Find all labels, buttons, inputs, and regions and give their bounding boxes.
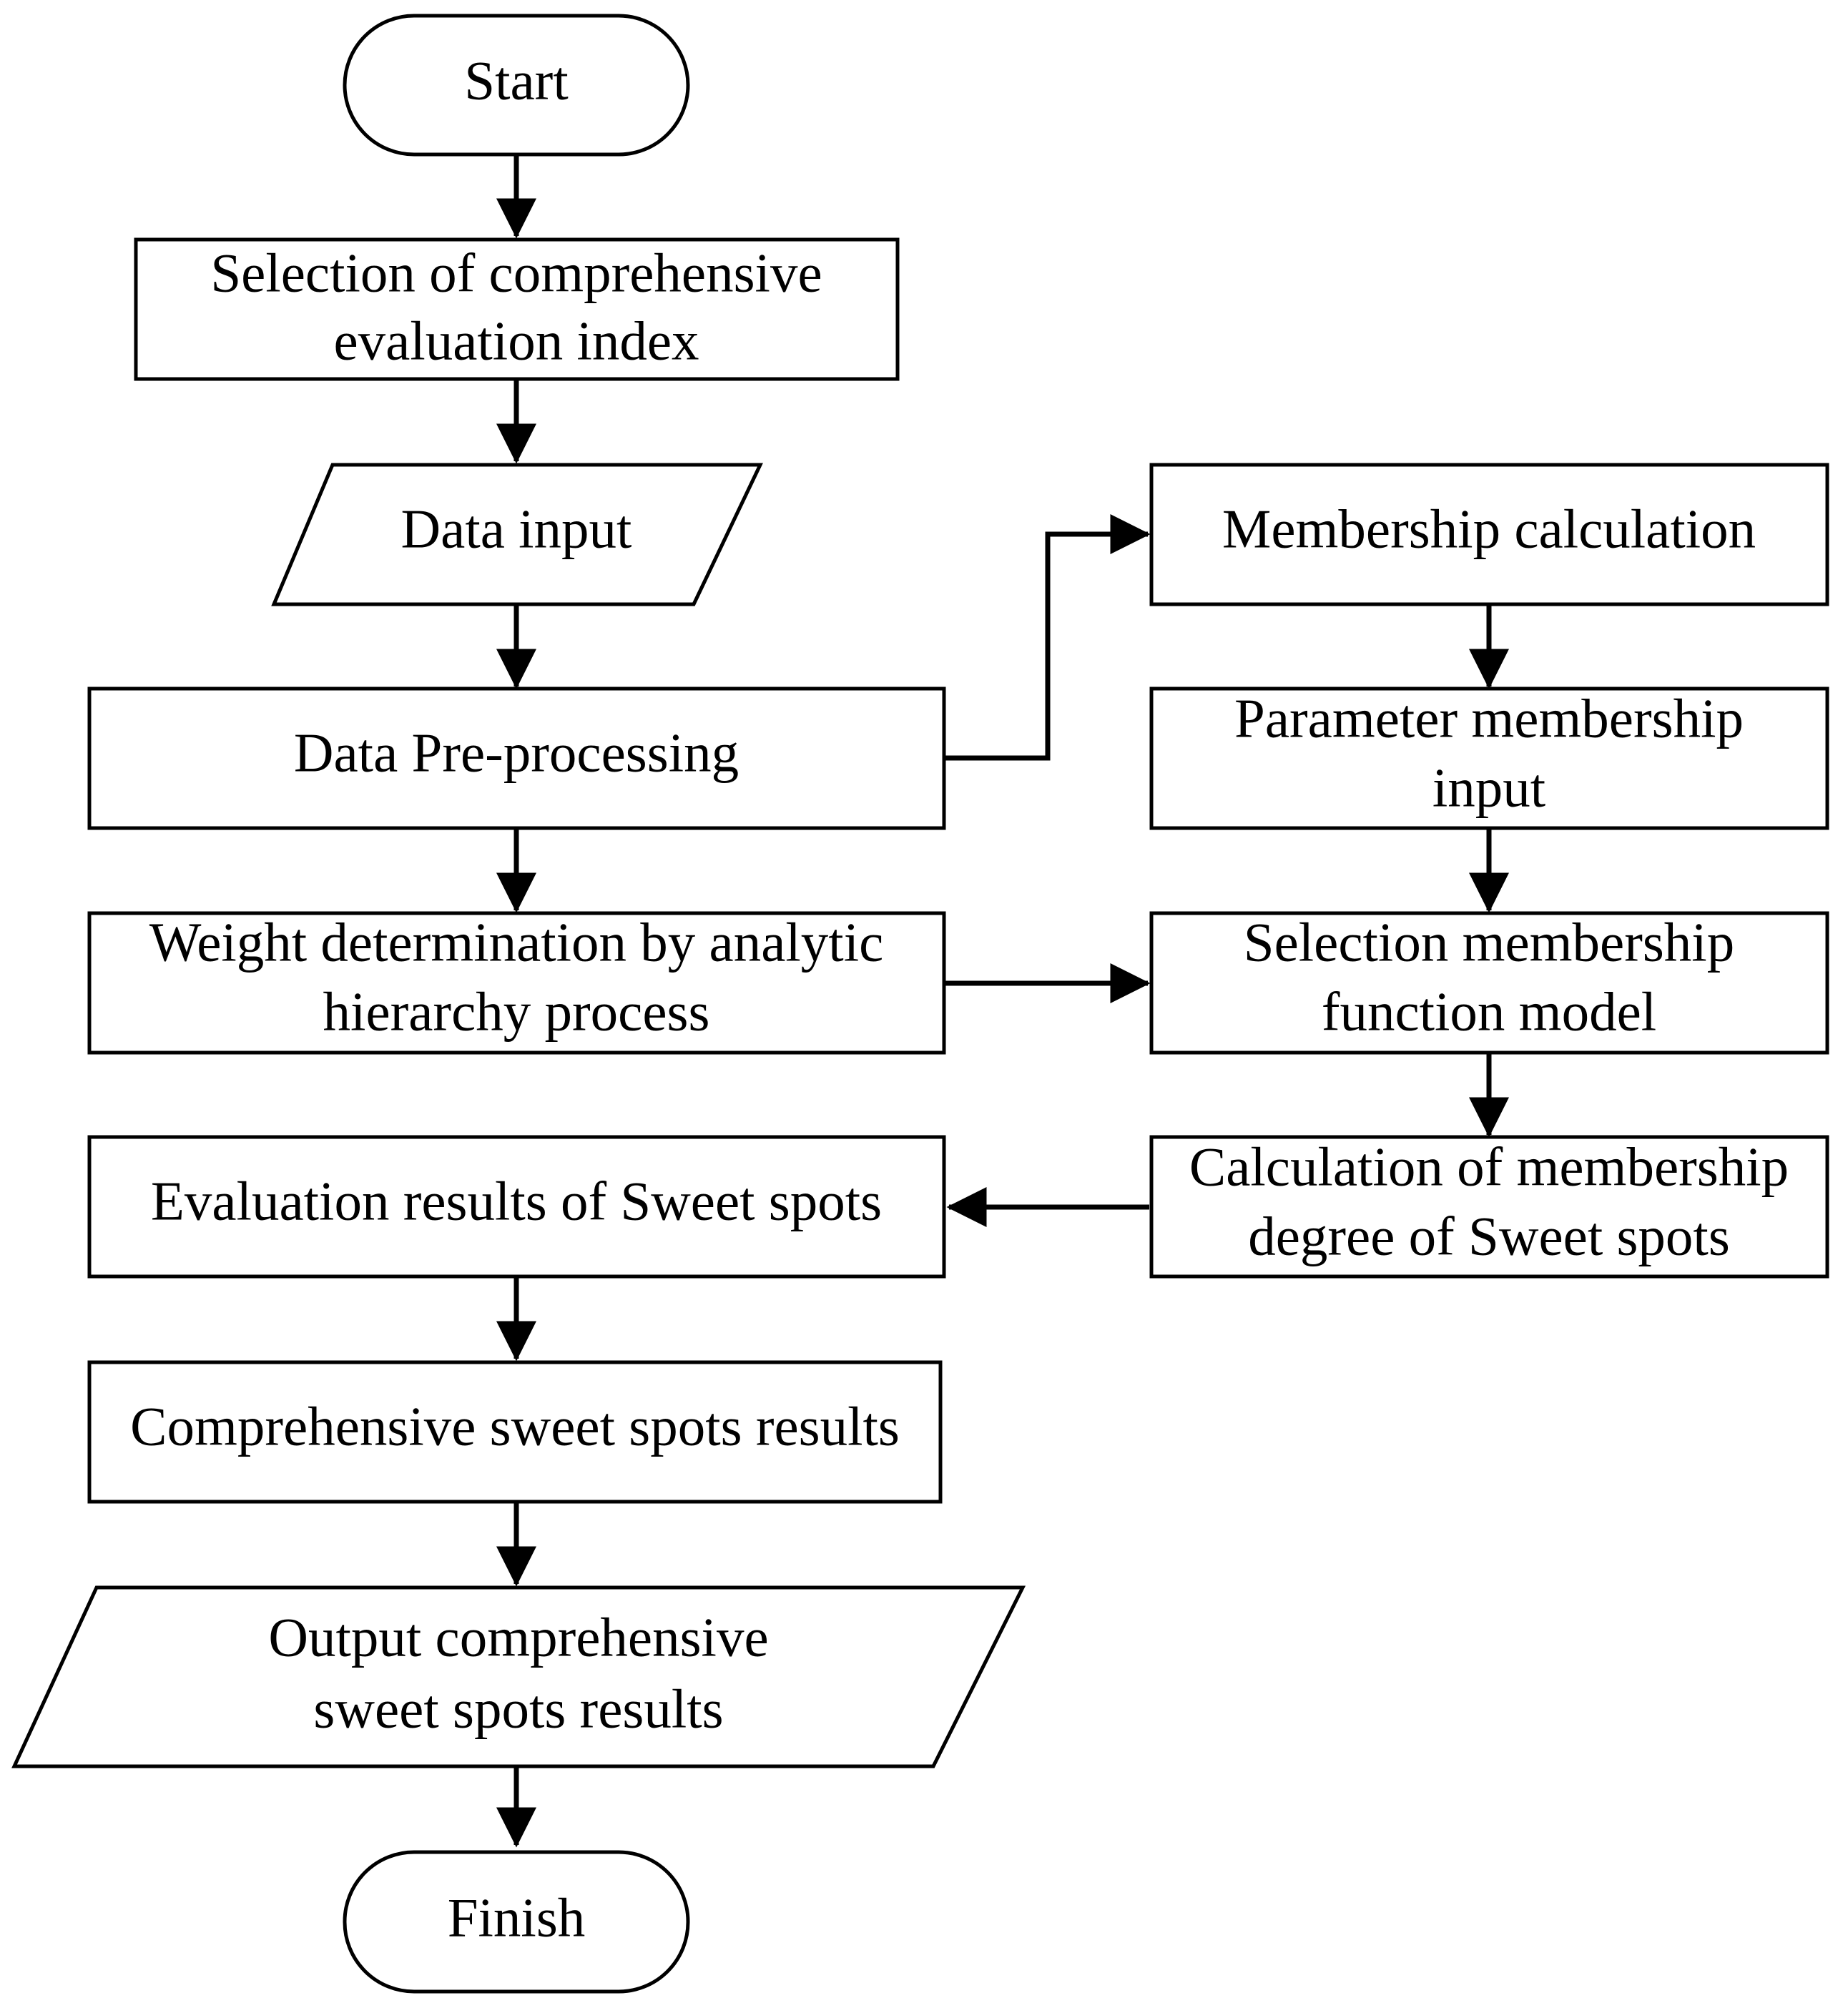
connectors [496, 154, 1509, 1848]
data-preprocessing-label: Data Pre-processing [294, 722, 739, 784]
selection-membership-function-label-line2: function model [1322, 981, 1656, 1043]
start-label: Start [464, 50, 568, 112]
membership-calculation-node: Membership calculation [1149, 463, 1829, 606]
parameter-membership-input-node: Parameter membership input [1149, 686, 1829, 830]
parameter-membership-input-label-line1: Parameter membership [1234, 688, 1744, 749]
selection-index-label-line2: evaluation index [333, 310, 699, 372]
comprehensive-results-label: Comprehensive sweet spots results [130, 1396, 900, 1457]
finish-label: Finish [448, 1887, 586, 1949]
data-input-node: Data input [271, 463, 763, 606]
calculation-membership-degree-label-line1: Calculation of membership [1189, 1136, 1789, 1198]
arrow-preprocessing-to-membership-calculation [945, 514, 1151, 761]
output-results-node: Output comprehensive sweet spots results [11, 1585, 1026, 1768]
calculation-membership-degree-label-line2: degree of Sweet spots [1248, 1206, 1730, 1267]
data-input-label: Data input [401, 498, 632, 560]
evaluation-results-node: Evaluation results of Sweet spots [87, 1135, 946, 1279]
evaluation-results-label: Evaluation results of Sweet spots [151, 1171, 882, 1232]
selection-index-node: Selection of comprehensive evaluation in… [134, 237, 900, 381]
start-node: Start [343, 14, 690, 157]
parameter-membership-input-label-line2: input [1432, 757, 1545, 819]
selection-index-label-line1: Selection of comprehensive [210, 242, 822, 304]
comprehensive-results-node: Comprehensive sweet spots results [87, 1360, 943, 1504]
selection-membership-function-label-line1: Selection membership [1244, 912, 1734, 973]
selection-membership-function-node: Selection membership function model [1149, 911, 1829, 1055]
weight-determination-node: Weight determination by analytic hierarc… [87, 911, 946, 1055]
data-preprocessing-node: Data Pre-processing [87, 686, 946, 830]
output-results-label-line1: Output comprehensive [268, 1607, 768, 1668]
membership-calculation-label: Membership calculation [1222, 498, 1756, 560]
weight-determination-label-line1: Weight determination by analytic [149, 912, 884, 973]
output-results-label-line2: sweet spots results [313, 1678, 723, 1740]
calculation-membership-degree-node: Calculation of membership degree of Swee… [1149, 1135, 1829, 1279]
finish-node: Finish [343, 1850, 690, 1994]
weight-determination-label-line2: hierarchy process [323, 981, 710, 1043]
